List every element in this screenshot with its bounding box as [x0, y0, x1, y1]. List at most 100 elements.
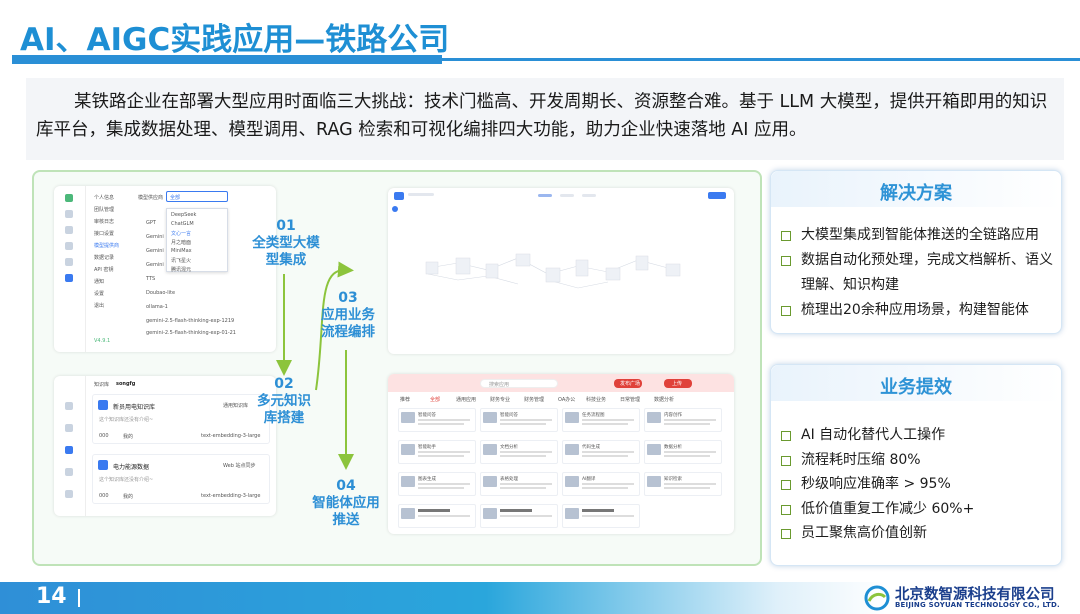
upload-button: 上传 [664, 379, 692, 388]
app-card: 智能助手 [398, 440, 476, 464]
step-02: 02 多元知识 库搭建 [242, 376, 326, 427]
workflow-panel: 个人信息 团队管理 审核日志 接口设置 模型提供商 数据记录 API 密钥 通知… [32, 170, 762, 566]
app-thumbnail [565, 412, 579, 423]
app-name: 图表生成 [418, 477, 436, 482]
folder-icon [98, 400, 108, 410]
app-card: 内容创作 [644, 408, 722, 432]
app-card: 数据分析 [644, 440, 722, 464]
app-name: 数据分析 [664, 445, 682, 450]
intro-text: 某铁路企业在部署大型应用时面临三大挑战：技术门槛高、开发周期长、资源整合难。基于… [36, 92, 1048, 140]
menu-item: 设置 [94, 291, 105, 297]
list-item: 低价值重复工作减少 60%+ [781, 497, 1057, 522]
step-label: 应用业务 [321, 307, 375, 323]
workspace-icon [65, 424, 73, 432]
screenshot-nav [54, 376, 86, 516]
tab: 数据分析 [654, 397, 675, 403]
provider-dropdown: 全部 [166, 191, 228, 202]
app-card [562, 504, 640, 528]
app-marketplace-screenshot: 搜索应用 发布广场 上传 推荐 全部 通用应用 财务专业 财务管理 OA办公 科… [388, 374, 734, 534]
breadcrumb: 知识库 [94, 382, 110, 388]
app-card: 图表生成 [398, 472, 476, 496]
app-name: 智能问答 [418, 413, 436, 418]
model-row: Gemini [146, 262, 164, 268]
dropdown-value: 全部 [170, 195, 181, 201]
checkbox-icon [781, 231, 791, 241]
app-card [480, 504, 558, 528]
app-thumbnail [565, 444, 579, 455]
step-number: 03 [338, 290, 358, 306]
tab: 财务管理 [524, 397, 545, 403]
app-thumbnail [401, 476, 415, 487]
menu-item: API 密钥 [94, 267, 114, 273]
workflow-canvas [425, 253, 681, 289]
app-card: 文档分析 [480, 440, 558, 464]
title-bar: AI、AIGC实践应用—铁路公司 [0, 0, 1080, 70]
checkbox-icon [781, 504, 791, 515]
item-text: AI 自动化替代人工操作 [801, 427, 946, 443]
app-thumbnail [401, 444, 415, 455]
screenshot-nav [54, 186, 86, 352]
chat-icon [65, 258, 73, 266]
panel-header [771, 171, 1061, 207]
page-separator [78, 589, 80, 607]
provider-label: 模型供应商 [138, 195, 164, 201]
step-number: 01 [276, 218, 296, 234]
editor-tab [560, 194, 574, 197]
app-name: 代码生成 [582, 445, 600, 450]
menu-item-active: 模型提供商 [94, 243, 120, 249]
kb-badge: 通用知识库 [223, 403, 249, 409]
step-label: 多元知识 [257, 393, 311, 409]
step-03: 03 应用业务 流程编排 [310, 290, 386, 341]
menu-item: 审核日志 [94, 219, 115, 225]
list-item: 流程耗时压缩 80% [781, 448, 1057, 473]
kb-badge: Web 站点同步 [223, 463, 256, 469]
item-text: 数据自动化预处理，完成文档解析、语义理解、知识构建 [801, 252, 1053, 293]
footer-bar: 14 北京数智源科技有限公司 BEIJING SOYUAN TECHNOLOGY… [0, 582, 1080, 614]
app-thumbnail [401, 412, 415, 423]
item-text: 员工聚焦高价值创新 [801, 525, 927, 541]
kb-name: 电力能源数据 [113, 464, 150, 471]
kb-embedding: text-embedding-3-large [201, 433, 261, 439]
solution-panel: 解决方案 大模型集成到智能体推送的全链路应用 数据自动化预处理，完成文档解析、语… [770, 170, 1062, 334]
step-label: 库搭建 [263, 410, 305, 426]
kb-desc: 这个知识库还没有介绍~ [99, 417, 154, 423]
kb-owner: 我的 [123, 434, 134, 440]
app-card: 智能问答 [398, 408, 476, 432]
step-number: 02 [274, 376, 294, 392]
app-name: 文档分析 [500, 445, 518, 450]
app-card [398, 504, 476, 528]
app-name: 知识检索 [664, 477, 682, 482]
model-row: TTS [146, 276, 156, 282]
checkbox-icon [781, 431, 791, 441]
item-text: 大模型集成到智能体推送的全链路应用 [801, 227, 1039, 243]
step-label: 流程编排 [321, 324, 375, 340]
tab: 推荐 [400, 397, 411, 403]
dropdown-option: MiniMax [171, 248, 192, 254]
kb-desc: 这个知识库还没有介绍~ [99, 477, 154, 483]
checkbox-icon [781, 256, 791, 266]
app-name: 智能问答 [500, 413, 518, 418]
step-label: 型集成 [265, 252, 307, 268]
app-card: 代码生成 [562, 440, 640, 464]
list-item: 大模型集成到智能体推送的全链路应用 [781, 223, 1057, 248]
app-thumbnail [483, 412, 497, 423]
editor-tab [538, 194, 552, 197]
tab: 日常管理 [620, 397, 641, 403]
item-text: 秒级响应准确率 > 95% [801, 476, 951, 492]
menu-item: 接口设置 [94, 231, 115, 237]
tools-icon [65, 468, 73, 476]
benefit-panel: 业务提效 AI 自动化替代人工操作 流程耗时压缩 80% 秒级响应准确率 > 9… [770, 364, 1062, 566]
dropdown-option: 讯飞星火 [171, 258, 192, 264]
folder-icon [98, 460, 108, 470]
model-row: ollama-1 [146, 304, 168, 310]
database-icon [65, 446, 73, 454]
app-card: 任务流程图 [562, 408, 640, 432]
editor-title [408, 193, 434, 196]
kb-card: 新员用电知识库 通用知识库 这个知识库还没有介绍~ 000 我的 text-em… [92, 394, 270, 444]
intro-box: 某铁路企业在部署大型应用时面临三大挑战：技术门槛高、开发周期长、资源整合难。基于… [26, 78, 1064, 160]
model-row: Doubao-lite [146, 290, 176, 296]
kb-stat: 000 [99, 433, 109, 439]
home-icon [65, 210, 73, 218]
logo-icon [65, 194, 73, 202]
dropdown-option: DeepSeek [171, 212, 197, 218]
